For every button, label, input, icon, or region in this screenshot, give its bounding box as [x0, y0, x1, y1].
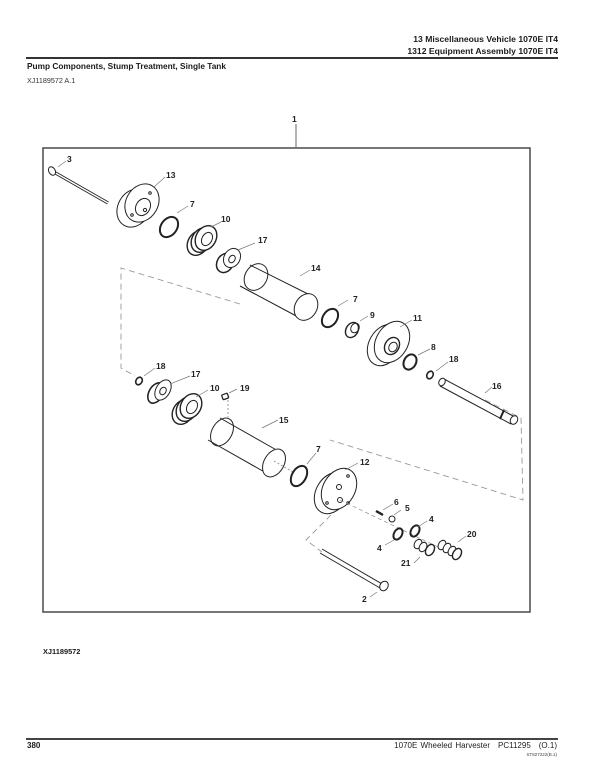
part-7-o-ring [158, 215, 180, 239]
part-7-o-ring-lower [289, 464, 309, 488]
callout-7: 7 [316, 444, 321, 454]
callout-6: 6 [394, 497, 399, 507]
part-12-end-plate [313, 467, 358, 515]
callout-13: 13 [166, 170, 176, 180]
part-18-ring-lower [134, 376, 144, 386]
part-17-piston [215, 247, 242, 274]
header-rule [26, 57, 558, 59]
group-line: 1312 Equipment Assembly 1070E IT4 [407, 45, 558, 56]
footer-rule [26, 738, 558, 740]
callout-17: 17 [258, 235, 268, 245]
revision: (O.1) [538, 741, 557, 750]
part-10-seal-lower [171, 392, 203, 426]
part-10-seal [186, 224, 218, 257]
part-2-rod [319, 548, 389, 592]
callout-11: 11 [413, 313, 422, 323]
illustration-ref: XJ1189572 A.1 [27, 76, 76, 85]
doc-code: ST827222(B.1) [526, 752, 557, 757]
callout-7: 7 [353, 294, 358, 304]
callout-5: 5 [405, 503, 410, 513]
callout-10: 10 [210, 383, 220, 393]
callout-17: 17 [191, 369, 201, 379]
part-14-cylinder [239, 263, 319, 321]
callout-20: 20 [467, 529, 477, 539]
part-9-bushing [344, 321, 360, 339]
part-4-washer [392, 527, 404, 541]
callout-9: 9 [370, 310, 375, 320]
callout-16: 16 [492, 381, 502, 391]
footer-manual-info: 1070E Wheeled Harvester PC11295 (O.1) [386, 741, 557, 750]
page-header: 13 Miscellaneous Vehicle 1070E IT4 1312 … [407, 34, 558, 57]
part-5-ball [388, 515, 396, 523]
section-line: 13 Miscellaneous Vehicle 1070E IT4 [413, 34, 558, 44]
callout-18: 18 [156, 361, 166, 371]
page-number: 380 [27, 741, 41, 750]
callout-3: 3 [67, 154, 72, 164]
part-21-check-valve [413, 538, 436, 557]
part-3-bolt [47, 166, 109, 205]
part-17-piston-lower [147, 379, 172, 404]
callout-15: 15 [279, 415, 289, 425]
callout-21: 21 [401, 558, 411, 568]
callout-18: 18 [449, 354, 459, 364]
part-11-end-cap [366, 320, 411, 367]
callout-19: 19 [240, 383, 250, 393]
part-6-spring [375, 509, 384, 517]
figure-caption: XJ1189572 [43, 647, 81, 656]
callout-8: 8 [431, 342, 436, 352]
callout-labels: 1 3 13 7 10 17 14 7 9 11 8 18 16 18 17 1… [67, 114, 502, 604]
page-title: Pump Components, Stump Treatment, Single… [27, 61, 226, 71]
assembly-frame [42, 147, 531, 613]
callout-14: 14 [311, 263, 321, 273]
part-16-shaft [438, 377, 519, 425]
callout-10: 10 [221, 214, 231, 224]
part-4-washer [409, 524, 421, 538]
callout-1: 1 [292, 114, 297, 124]
callout-4: 4 [377, 543, 382, 553]
callout-7: 7 [190, 199, 195, 209]
part-15-cylinder [207, 417, 294, 478]
callout-2: 2 [362, 594, 367, 604]
part-13-end-plate [116, 183, 160, 228]
part-19-fitting [221, 392, 230, 417]
part-20-fitting [437, 539, 463, 561]
manual-title: 1070E Wheeled Harvester [394, 741, 490, 750]
callout-4: 4 [429, 514, 434, 524]
callout-12: 12 [360, 457, 370, 467]
manual-code: PC11295 [498, 741, 531, 750]
